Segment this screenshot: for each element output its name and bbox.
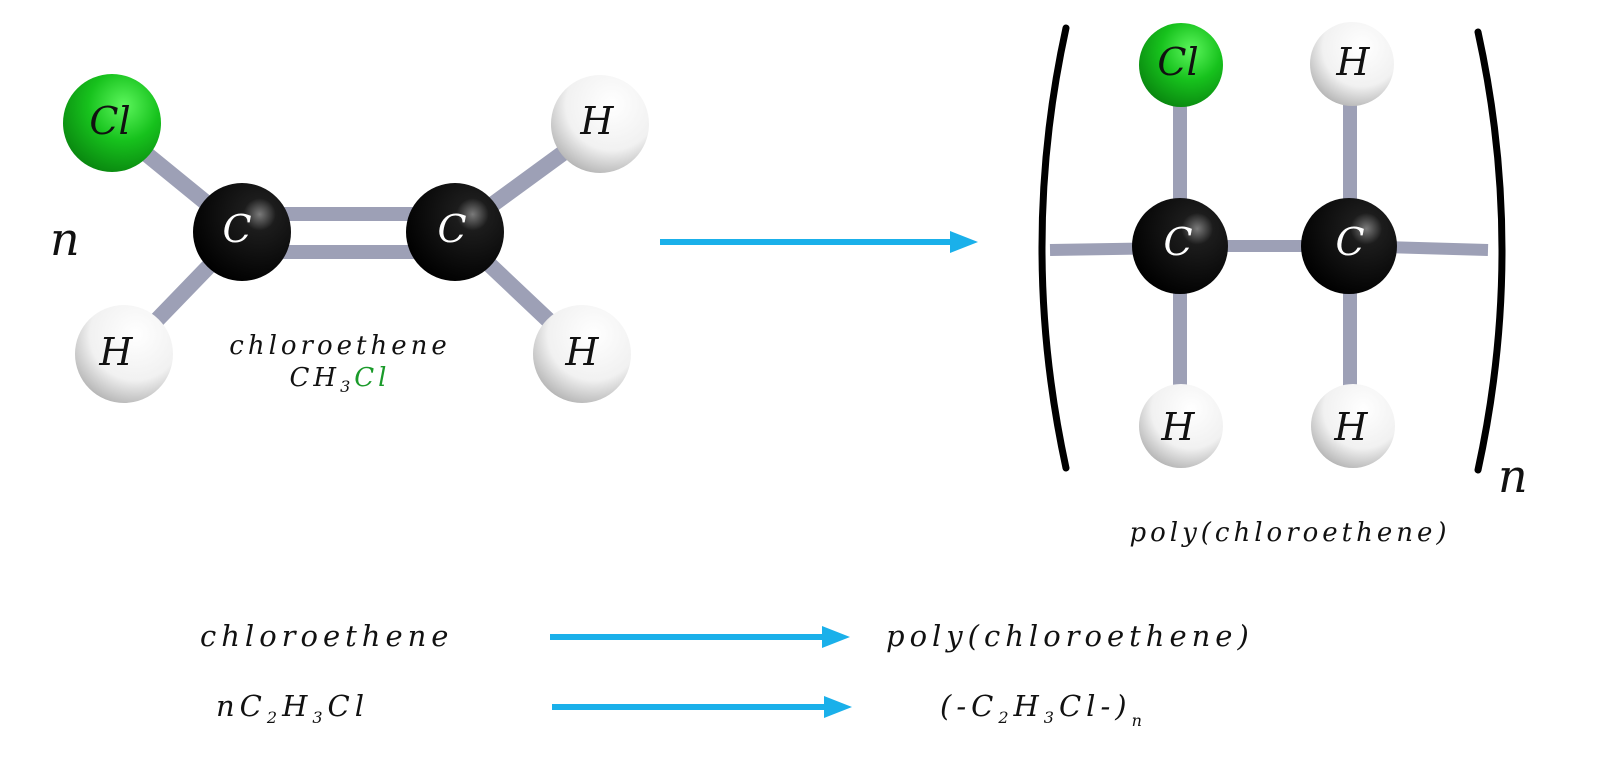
- formula-part: Cl-): [1059, 689, 1132, 723]
- formula-equation-product: (-C2H3Cl-)n: [940, 689, 1147, 730]
- formula-subscript: 3: [340, 377, 354, 396]
- arrow-right-icon: [550, 626, 850, 648]
- monomer-molecule: n Cl C C H H: [50, 74, 649, 403]
- atom-label: H: [1335, 40, 1370, 84]
- arrow-right-icon: [552, 696, 852, 718]
- left-bracket: [1038, 24, 1070, 472]
- formula-part: Cl: [328, 689, 369, 723]
- word-equation-product: poly(chloroethene): [886, 619, 1254, 653]
- formula-subscript: 2: [997, 708, 1013, 727]
- right-bracket: [1474, 28, 1506, 474]
- formula-equation: nC2H3Cl (-C2H3Cl-)n: [216, 689, 1147, 730]
- formula-subscript: 3: [1044, 708, 1059, 727]
- atom-c1-polymer: C: [1132, 198, 1228, 294]
- formula-part: H: [1013, 689, 1044, 723]
- atom-h-bottom-right-polymer: H: [1311, 384, 1395, 468]
- atom-cl-monomer: Cl: [63, 74, 161, 172]
- atom-c2-monomer: C: [406, 183, 504, 281]
- formula-text: CH: [290, 363, 341, 393]
- atom-c1-monomer: C: [193, 183, 291, 281]
- word-equation: chloroethene poly(chloroethene): [200, 619, 1254, 653]
- atom-label: C: [222, 207, 251, 251]
- arrow-right-icon: [660, 231, 978, 253]
- atom-h-bottom-left-monomer: H: [75, 305, 173, 403]
- atom-label: C: [437, 207, 466, 251]
- atom-label: Cl: [1157, 40, 1198, 84]
- atom-label: H: [564, 330, 599, 374]
- atom-h-top-polymer: H: [1310, 22, 1394, 106]
- formula-equation-reactant: nC2H3Cl: [216, 689, 369, 727]
- monomer-name: chloroethene: [229, 331, 450, 361]
- formula-part: nC: [216, 689, 267, 723]
- formula-chlorine: Cl: [354, 363, 390, 393]
- atom-label: C: [1163, 220, 1192, 264]
- atom-h-bottom-right-monomer: H: [533, 305, 631, 403]
- atom-label: C: [1335, 220, 1364, 264]
- atom-h-bottom-left-polymer: H: [1139, 384, 1223, 468]
- monomer-coefficient: n: [50, 212, 80, 266]
- polymer-subscript-n: n: [1498, 449, 1528, 503]
- monomer-bonds: [104, 118, 608, 360]
- formula-subscript: 3: [312, 708, 327, 727]
- atom-label: Cl: [89, 99, 130, 143]
- formula-part: H: [281, 689, 312, 723]
- atom-cl-polymer: Cl: [1139, 23, 1223, 107]
- polymer-name: poly(chloroethene): [1129, 518, 1450, 548]
- atom-label: H: [1160, 405, 1195, 449]
- formula-subscript: 2: [266, 708, 282, 727]
- atom-label: H: [98, 330, 133, 374]
- polymer-repeat-unit: Cl H C C H H n poly(chloroethene): [1038, 22, 1528, 548]
- formula-part: (-C: [940, 689, 998, 723]
- formula-subscript: n: [1132, 711, 1147, 730]
- monomer-formula: CH3Cl: [290, 363, 391, 396]
- atom-label: H: [1333, 405, 1368, 449]
- word-equation-reactant: chloroethene: [200, 619, 453, 653]
- atom-label: H: [579, 99, 614, 143]
- polymer-bonds: [1049, 70, 1489, 424]
- atom-h-top-right-monomer: H: [551, 75, 649, 173]
- atom-c2-polymer: C: [1301, 198, 1397, 294]
